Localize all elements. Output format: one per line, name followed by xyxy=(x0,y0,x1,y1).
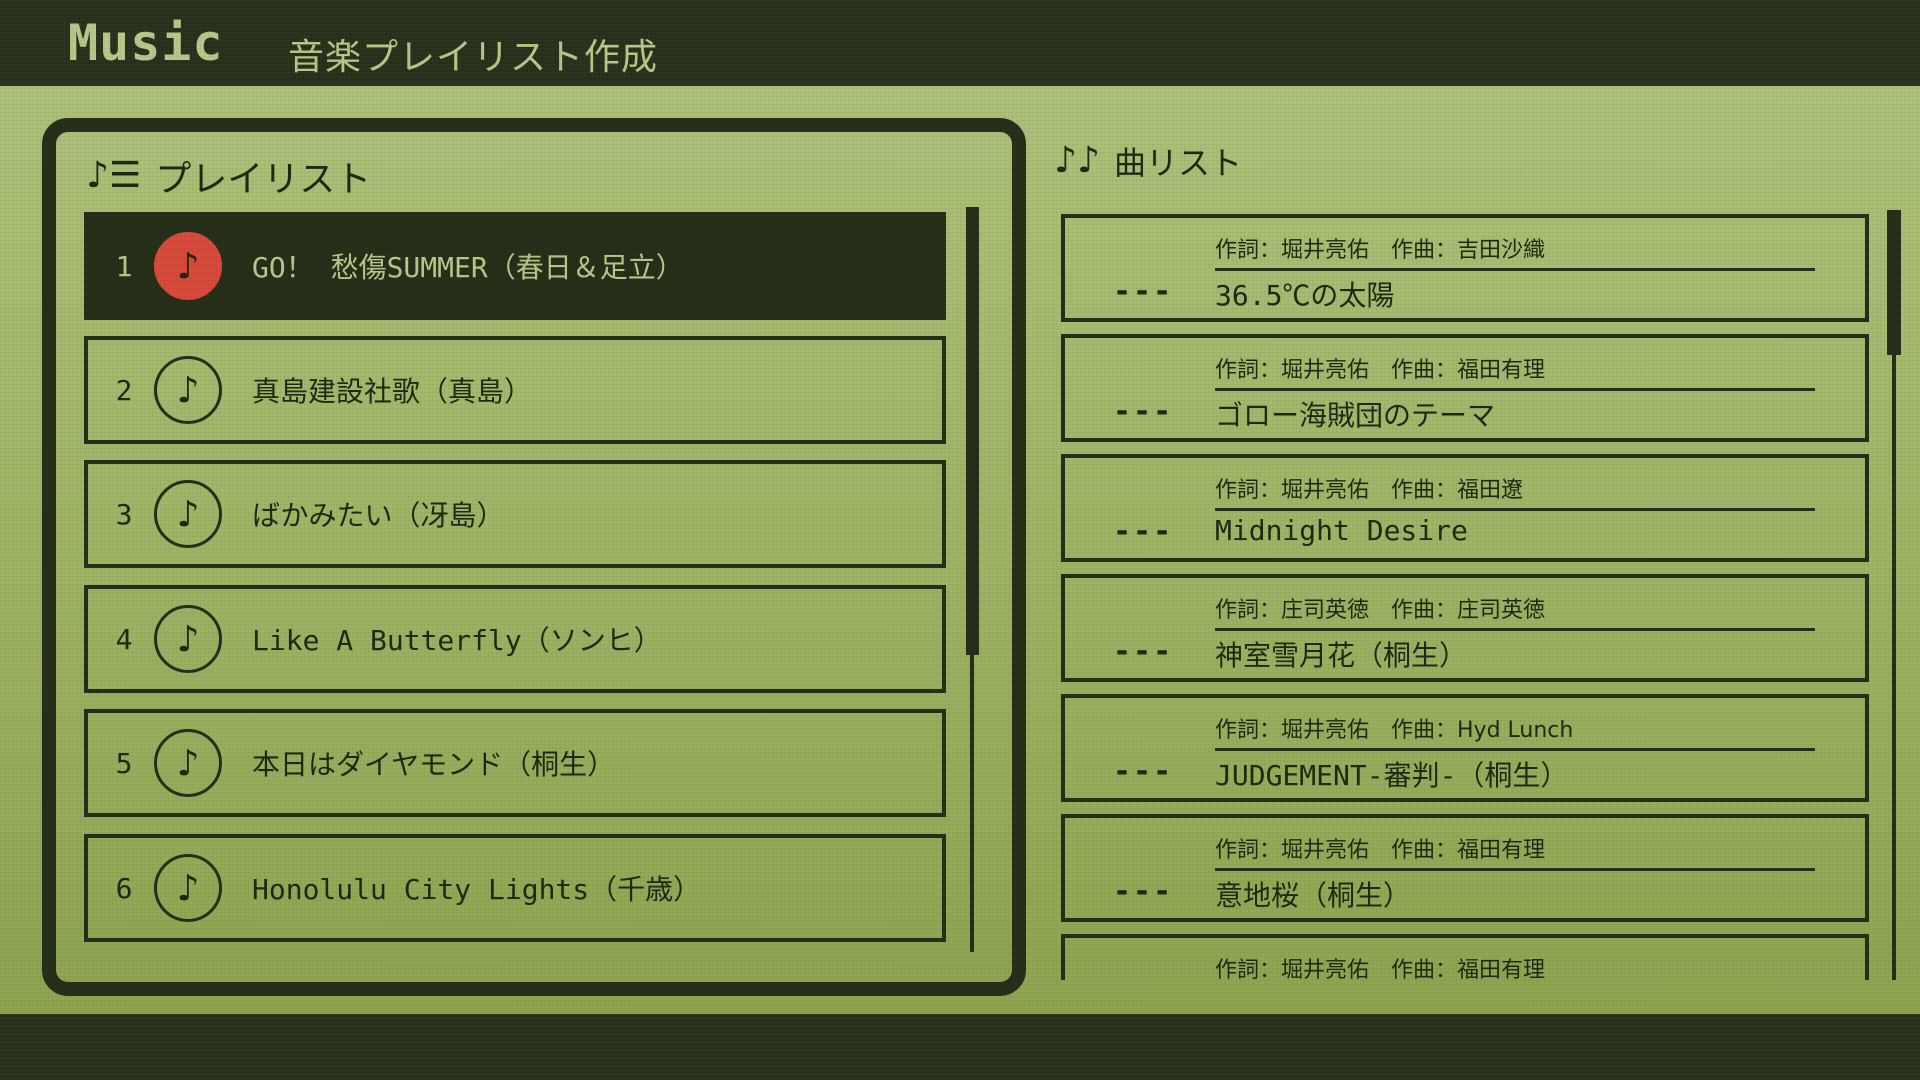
song-status: --- xyxy=(1113,634,1174,669)
song-title: Midnight Desire xyxy=(1215,514,1468,547)
track-number: 1 xyxy=(115,249,133,283)
song-credits: 作詞：庄司英徳作曲：庄司英徳 xyxy=(1215,592,1815,631)
lyricist: 作詞：堀井亮佑 xyxy=(1215,358,1370,383)
track-number: 5 xyxy=(115,746,133,780)
song-item-3[interactable]: --- 作詞：堀井亮佑作曲：福田遼 Midnight Desire xyxy=(1061,454,1869,562)
lyricist: 作詞：庄司英徳 xyxy=(1215,598,1370,623)
playlist-item-4[interactable]: 4 ♪ Like A Butterfly（ソンヒ） xyxy=(84,585,946,693)
music-note-icon: ♪ xyxy=(154,729,222,797)
composer: 作曲：福田遼 xyxy=(1391,478,1524,503)
song-credits: 作詞：堀井亮佑作曲：福田有理 xyxy=(1215,952,1815,988)
composer: 作曲：庄司英徳 xyxy=(1391,598,1546,623)
songlist-heading: ♪♪ 曲リスト xyxy=(1054,138,1242,184)
playlist-item-5[interactable]: 5 ♪ 本日はダイヤモンド（桐生） xyxy=(84,709,946,817)
composer: 作曲：吉田沙織 xyxy=(1391,238,1546,263)
song-title: 意地桜（桐生） xyxy=(1215,879,1412,912)
track-number: 2 xyxy=(115,373,133,407)
playlist-item-2[interactable]: 2 ♪ 真島建設社歌（真島） xyxy=(84,336,946,444)
song-credits: 作詞：堀井亮佑作曲：吉田沙織 xyxy=(1215,232,1815,271)
song-title: 36.5℃の太陽 xyxy=(1215,279,1395,312)
song-credits: 作詞：堀井亮佑作曲：福田有理 xyxy=(1215,832,1815,871)
lyricist: 作詞：堀井亮佑 xyxy=(1215,718,1370,743)
page-title: 音楽プレイリスト作成 xyxy=(288,37,659,78)
playlist-icon: ♪☰ xyxy=(86,155,142,196)
lyricist: 作詞：堀井亮佑 xyxy=(1215,958,1370,983)
song-title: JUDGEMENT-審判-（桐生） xyxy=(1215,759,1569,792)
composer: 作曲：福田有理 xyxy=(1391,958,1546,983)
song-item-7[interactable]: 作詞：堀井亮佑作曲：福田有理 xyxy=(1061,934,1869,983)
music-note-icon: ♪ xyxy=(154,232,222,300)
song-status: --- xyxy=(1113,394,1174,429)
song-item-5[interactable]: --- 作詞：堀井亮佑作曲：Hyd Lunch JUDGEMENT-審判-（桐生… xyxy=(1061,694,1869,802)
song-item-1[interactable]: --- 作詞：堀井亮佑作曲：吉田沙織 36.5℃の太陽 xyxy=(1061,214,1869,322)
lyricist: 作詞：堀井亮佑 xyxy=(1215,838,1370,863)
playlist-item-3[interactable]: 3 ♪ ばかみたい（冴島） xyxy=(84,460,946,568)
song-item-2[interactable]: --- 作詞：堀井亮佑作曲：福田有理 ゴロー海賊団のテーマ xyxy=(1061,334,1869,442)
song-title: 神室雪月花（桐生） xyxy=(1215,639,1468,672)
track-number: 4 xyxy=(115,622,133,656)
track-number: 6 xyxy=(115,871,133,905)
playlist-scrollbar-thumb[interactable] xyxy=(966,207,979,655)
song-status: --- xyxy=(1113,274,1174,309)
songlist-scrollbar-track[interactable] xyxy=(1892,210,1896,980)
lyricist: 作詞：堀井亮佑 xyxy=(1215,238,1370,263)
header-bar: Music 音楽プレイリスト作成 xyxy=(0,0,1920,86)
track-title: Honolulu City Lights（千歳） xyxy=(252,873,702,906)
track-title: Like A Butterfly（ソンヒ） xyxy=(252,624,662,657)
song-credits: 作詞：堀井亮佑作曲：福田有理 xyxy=(1215,352,1815,391)
footer-bar xyxy=(0,1014,1920,1080)
song-credits: 作詞：堀井亮佑作曲：福田遼 xyxy=(1215,472,1815,511)
song-status: --- xyxy=(1113,514,1174,549)
track-title: 本日はダイヤモンド（桐生） xyxy=(252,748,616,781)
app-title: Music xyxy=(68,14,224,72)
song-title: ゴロー海賊団のテーマ xyxy=(1215,399,1496,432)
song-status: --- xyxy=(1113,754,1174,789)
track-title: ばかみたい（冴島） xyxy=(252,499,505,532)
songlist-heading-label: 曲リスト xyxy=(1113,144,1242,182)
song-credits: 作詞：堀井亮佑作曲：Hyd Lunch xyxy=(1215,712,1815,751)
playlist-item-6[interactable]: 6 ♪ Honolulu City Lights（千歳） xyxy=(84,834,946,942)
song-status: --- xyxy=(1113,874,1174,909)
music-note-icon: ♪ xyxy=(154,356,222,424)
track-title: GO！ 愁傷SUMMER（春日＆足立） xyxy=(252,251,684,284)
track-title: 真島建設社歌（真島） xyxy=(252,375,533,408)
playlist-heading: ♪☰ プレイリスト xyxy=(86,150,371,202)
music-note-icon: ♪ xyxy=(154,480,222,548)
lyricist: 作詞：堀井亮佑 xyxy=(1215,478,1370,503)
playlist-panel xyxy=(42,118,1026,996)
playlist-item-1[interactable]: 1 ♪ GO！ 愁傷SUMMER（春日＆足立） xyxy=(84,212,946,320)
composer: 作曲：福田有理 xyxy=(1391,838,1546,863)
track-number: 3 xyxy=(115,497,133,531)
playlist-heading-label: プレイリスト xyxy=(155,159,372,200)
songlist-scrollbar-thumb[interactable] xyxy=(1887,210,1901,355)
song-item-6[interactable]: --- 作詞：堀井亮佑作曲：福田有理 意地桜（桐生） xyxy=(1061,814,1869,922)
song-item-4[interactable]: --- 作詞：庄司英徳作曲：庄司英徳 神室雪月花（桐生） xyxy=(1061,574,1869,682)
music-note-icon: ♪ xyxy=(154,854,222,922)
music-note-icon: ♪ xyxy=(154,605,222,673)
composer: 作曲：Hyd Lunch xyxy=(1391,718,1574,743)
composer: 作曲：福田有理 xyxy=(1391,358,1546,383)
music-notes-icon: ♪♪ xyxy=(1054,140,1100,181)
